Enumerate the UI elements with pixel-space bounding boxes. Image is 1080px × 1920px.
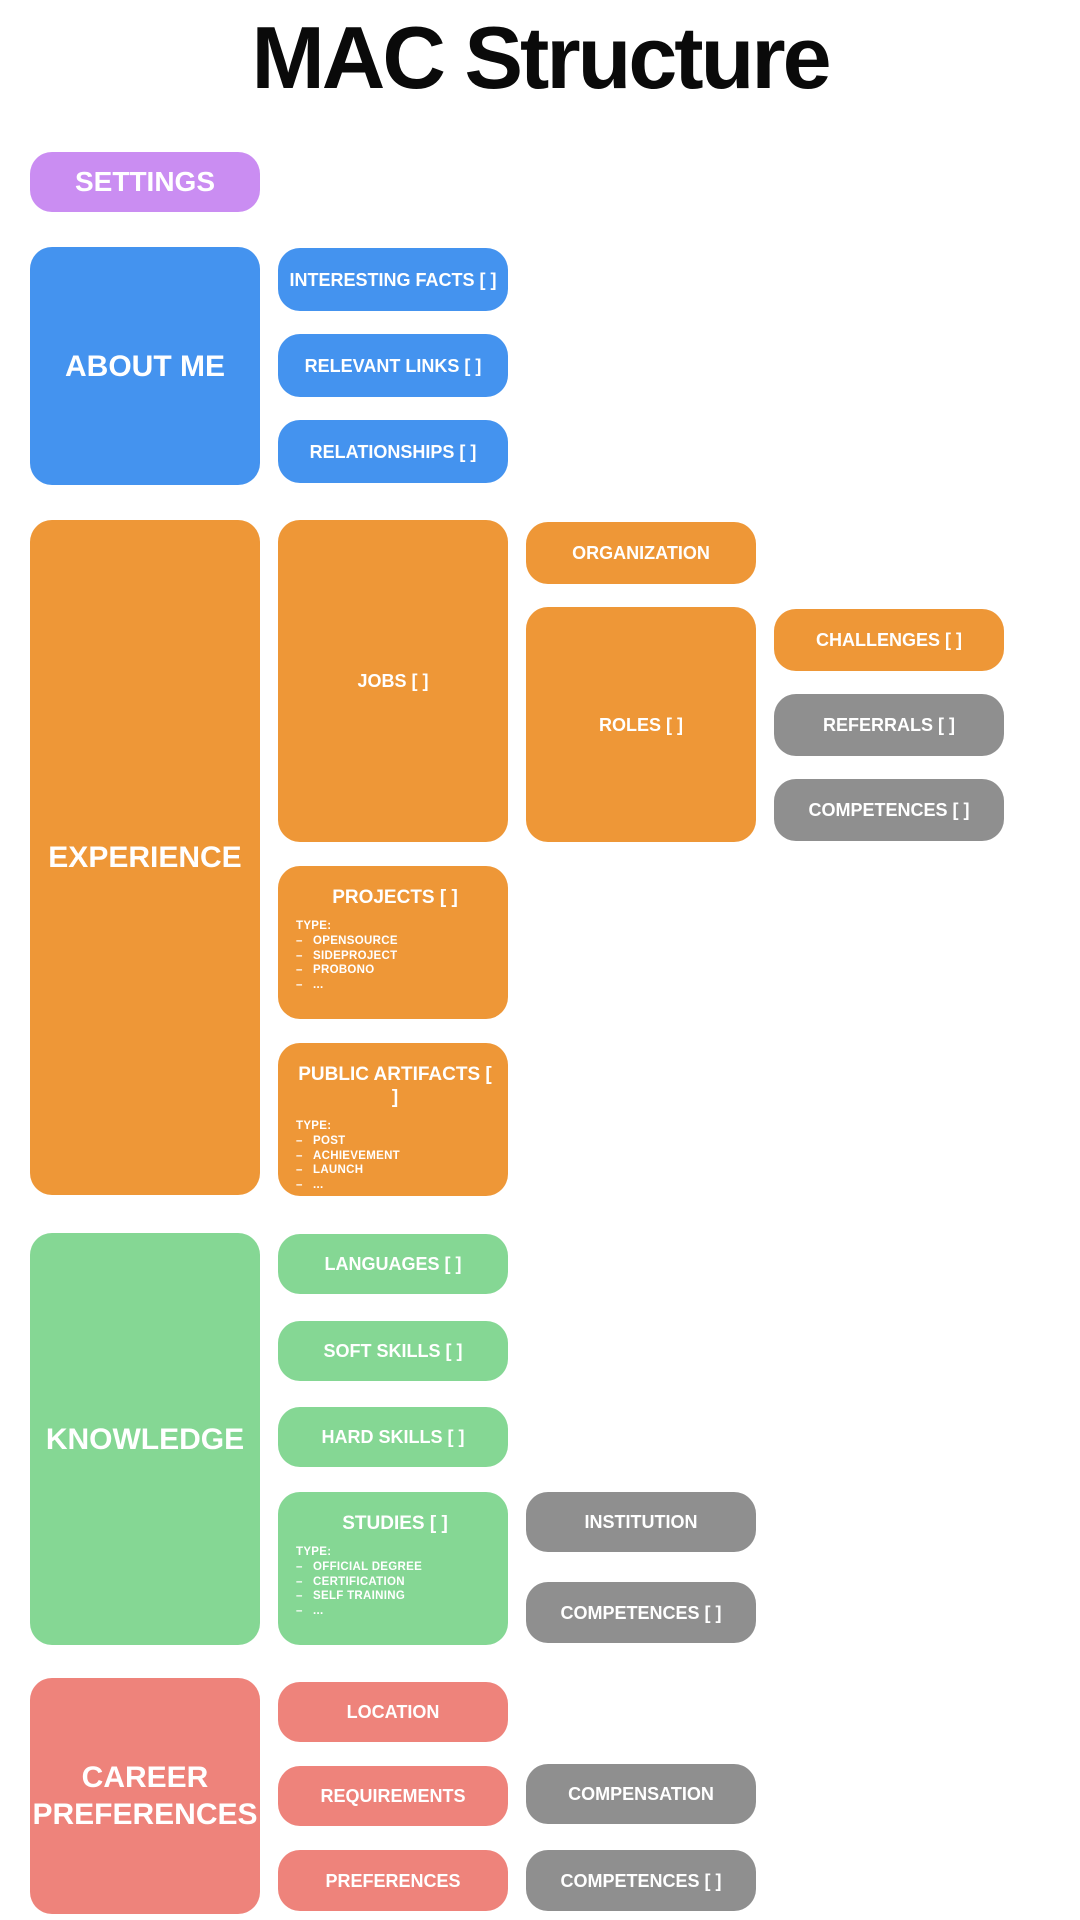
type-item-label: LAUNCH xyxy=(313,1164,364,1176)
languages-label: LANGUAGES [ ] xyxy=(324,1254,462,1274)
public-artifacts-node: PUBLIC ARTIFACTS [ ] TYPE: –POST–ACHIEVE… xyxy=(278,1043,508,1196)
type-list-item: –PROBONO xyxy=(296,963,494,978)
jobs-node: JOBS [ ] xyxy=(278,520,508,842)
projects-node: PROJECTS [ ] TYPE: –OPENSOURCE–SIDEPROJE… xyxy=(278,866,508,1019)
languages-node: LANGUAGES [ ] xyxy=(278,1234,508,1294)
dash-bullet: – xyxy=(296,1135,303,1147)
dash-bullet: – xyxy=(296,978,303,991)
dash-bullet: – xyxy=(296,935,303,947)
referrals-node: REFERRALS [ ] xyxy=(774,694,1004,756)
dash-bullet: – xyxy=(296,1149,303,1162)
studies-node: STUDIES [ ] TYPE: –OFFICIAL DEGREE–CERTI… xyxy=(278,1492,508,1645)
dash-bullet: – xyxy=(296,1164,303,1176)
organization-node: ORGANIZATION xyxy=(526,522,756,584)
challenges-label: CHALLENGES [ ] xyxy=(816,630,962,650)
projects-title: PROJECTS [ ] xyxy=(332,887,458,908)
interesting-facts-node: INTERESTING FACTS [ ] xyxy=(278,248,508,311)
type-item-label: ACHIEVEMENT xyxy=(313,1149,401,1162)
knowledge-label: KNOWLEDGE xyxy=(45,1422,245,1456)
type-list-item: –SELF TRAINING xyxy=(296,1589,494,1604)
career-preferences-node: CAREER PREFERENCES xyxy=(30,1678,260,1914)
compensation-node: COMPENSATION xyxy=(526,1764,756,1824)
about-me-label: ABOUT ME xyxy=(65,349,225,383)
type-list-item: –OFFICIAL DEGREE xyxy=(296,1560,494,1575)
type-item-label: CERTIFICATION xyxy=(313,1575,405,1588)
projects-type-heading: TYPE: xyxy=(296,920,332,932)
studies-type-list: –OFFICIAL DEGREE–CERTIFICATION–SELF TRAI… xyxy=(296,1560,494,1618)
relevant-links-label: RELEVANT LINKS [ ] xyxy=(304,355,482,376)
roles-label: ROLES [ ] xyxy=(599,714,683,735)
type-list-item: –SIDEPROJECT xyxy=(296,949,494,964)
requirements-competences-node: COMPETENCES [ ] xyxy=(526,1850,756,1911)
institution-label: INSTITUTION xyxy=(584,1512,698,1532)
jobs-label: JOBS [ ] xyxy=(357,671,429,691)
type-list-item: –CERTIFICATION xyxy=(296,1575,494,1590)
studies-competences-label: COMPETENCES [ ] xyxy=(560,1602,722,1623)
type-list-item: –LAUNCH xyxy=(296,1163,494,1178)
requirements-label: REQUIREMENTS xyxy=(320,1786,466,1806)
roles-competences-node: COMPETENCES [ ] xyxy=(774,779,1004,841)
public-artifacts-type-list: –POST–ACHIEVEMENT–LAUNCH–... xyxy=(296,1134,494,1192)
type-item-label: SELF TRAINING xyxy=(313,1590,406,1602)
about-me-node: ABOUT ME xyxy=(30,247,260,485)
type-item-label: PROBONO xyxy=(313,964,375,976)
relationships-label: RELATIONSHIPS [ ] xyxy=(309,441,477,462)
type-list-item: –OPENSOURCE xyxy=(296,934,494,949)
relationships-node: RELATIONSHIPS [ ] xyxy=(278,420,508,483)
location-label: LOCATION xyxy=(346,1702,440,1722)
studies-competences-node: COMPETENCES [ ] xyxy=(526,1582,756,1643)
type-item-label: SIDEPROJECT xyxy=(313,949,398,962)
experience-label: EXPERIENCE xyxy=(48,841,242,874)
type-list-item: –ACHIEVEMENT xyxy=(296,1149,494,1164)
public-artifacts-title: PUBLIC ARTIFACTS [ ] xyxy=(298,1064,492,1108)
type-item-label: ... xyxy=(313,978,324,991)
type-list-item: –... xyxy=(296,1604,494,1619)
settings-label: SETTINGS xyxy=(74,166,215,197)
type-item-label: ... xyxy=(313,1178,324,1191)
type-list-item: –POST xyxy=(296,1134,494,1149)
requirements-competences-label: COMPETENCES [ ] xyxy=(560,1870,722,1891)
hard-skills-label: HARD SKILLS [ ] xyxy=(321,1427,465,1447)
referrals-label: REFERRALS [ ] xyxy=(823,715,955,735)
knowledge-node: KNOWLEDGE xyxy=(30,1233,260,1645)
dash-bullet: – xyxy=(296,949,303,962)
settings-node: SETTINGS xyxy=(30,152,260,212)
dash-bullet: – xyxy=(296,1561,303,1573)
type-item-label: OPENSOURCE xyxy=(313,935,398,947)
studies-type-heading: TYPE: xyxy=(296,1546,332,1558)
challenges-node: CHALLENGES [ ] xyxy=(774,609,1004,671)
type-list-item: –... xyxy=(296,1178,494,1193)
institution-node: INSTITUTION xyxy=(526,1492,756,1552)
roles-node: ROLES [ ] xyxy=(526,607,756,842)
relevant-links-node: RELEVANT LINKS [ ] xyxy=(278,334,508,397)
preferences-label: PREFERENCES xyxy=(325,1870,461,1891)
page-title: MAC Structure xyxy=(251,8,831,107)
experience-node: EXPERIENCE xyxy=(30,520,260,1195)
soft-skills-node: SOFT SKILLS [ ] xyxy=(278,1321,508,1381)
public-artifacts-type-heading: TYPE: xyxy=(296,1120,332,1132)
hard-skills-node: HARD SKILLS [ ] xyxy=(278,1407,508,1467)
roles-competences-label: COMPETENCES [ ] xyxy=(808,800,970,820)
type-item-label: OFFICIAL DEGREE xyxy=(313,1561,423,1573)
dash-bullet: – xyxy=(296,1178,303,1191)
dash-bullet: – xyxy=(296,1590,303,1602)
interesting-facts-label: INTERESTING FACTS [ ] xyxy=(289,269,497,290)
dash-bullet: – xyxy=(296,1604,303,1617)
compensation-label: COMPENSATION xyxy=(568,1784,714,1804)
type-item-label: ... xyxy=(313,1604,324,1617)
projects-type-list: –OPENSOURCE–SIDEPROJECT–PROBONO–... xyxy=(296,934,494,992)
career-preferences-label: CAREER PREFERENCES xyxy=(32,1761,258,1831)
studies-title: STUDIES [ ] xyxy=(342,1513,448,1534)
dash-bullet: – xyxy=(296,964,303,976)
requirements-node: REQUIREMENTS xyxy=(278,1766,508,1826)
preferences-node: PREFERENCES xyxy=(278,1850,508,1911)
soft-skills-label: SOFT SKILLS [ ] xyxy=(323,1341,463,1361)
dash-bullet: – xyxy=(296,1575,303,1588)
location-node: LOCATION xyxy=(278,1682,508,1742)
type-list-item: –... xyxy=(296,978,494,993)
type-item-label: POST xyxy=(313,1135,346,1147)
organization-label: ORGANIZATION xyxy=(572,543,710,563)
